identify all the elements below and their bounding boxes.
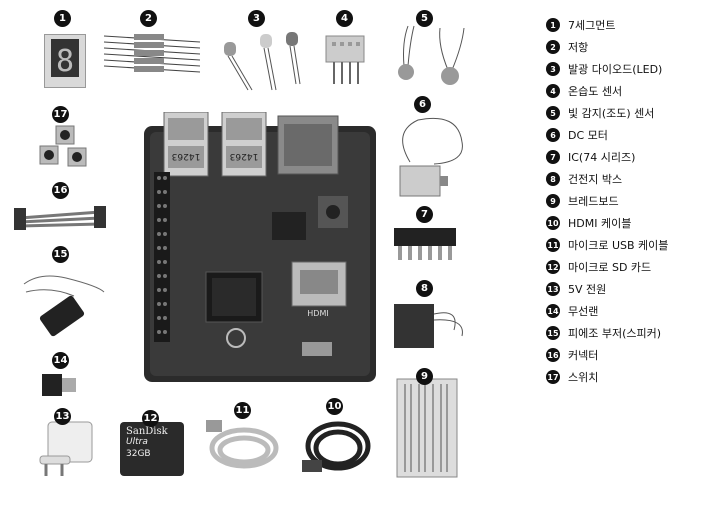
battery-box — [394, 304, 463, 348]
legend-item: 17 스위치 — [546, 366, 716, 388]
legend-number-badge: 2 — [546, 40, 560, 54]
legend-item: 11 마이크로 USB 케이블 — [546, 234, 716, 256]
wifi-dongle — [42, 374, 76, 396]
photo-badge-9: 9 — [416, 368, 433, 385]
photo-badge-15: 15 — [52, 246, 69, 263]
legend-label: 무선랜 — [568, 305, 599, 318]
legend-label: 5V 전원 — [568, 283, 607, 296]
legend-label: 저항 — [568, 41, 589, 54]
legend-item: 15 피에조 부저(스피커) — [546, 322, 716, 344]
legend-item: 8 건전지 박스 — [546, 168, 716, 190]
seven-segment-display: 8 — [44, 34, 86, 88]
legend-label: 브레드보드 — [568, 195, 619, 208]
legend-number-badge: 11 — [546, 238, 560, 252]
legend-item: 12 마이크로 SD 카드 — [546, 256, 716, 278]
legend-item: 2 저항 — [546, 36, 716, 58]
photo-badge-7: 7 — [416, 206, 433, 223]
hdmi-cable — [302, 421, 371, 472]
legend-number-badge: 1 — [546, 18, 560, 32]
legend-number-badge: 7 — [546, 150, 560, 164]
photo-badge-14: 14 — [52, 352, 69, 369]
legend-item: 16 커넥터 — [546, 344, 716, 366]
legend-label: 마이크로 USB 케이블 — [568, 239, 669, 252]
legend-label: DC 모터 — [568, 129, 608, 142]
legend-number-badge: 17 — [546, 370, 560, 384]
legend-label: 온습도 센서 — [568, 85, 623, 98]
resistors — [103, 34, 201, 73]
photo-badge-17: 17 — [52, 106, 69, 123]
power-adapter — [39, 421, 93, 476]
legend-number-badge: 15 — [546, 326, 560, 340]
photo-badge-2: 2 — [140, 10, 157, 27]
legend-number-badge: 12 — [546, 260, 560, 274]
legend-label: 마이크로 SD 카드 — [568, 261, 652, 274]
photo-badge-16: 16 — [52, 182, 69, 199]
legend-item: 3 발광 다이오드(LED) — [546, 58, 716, 80]
photo-badge-1: 1 — [54, 10, 71, 27]
usb-label-right: 14263 — [230, 151, 259, 161]
humidity-sensor — [325, 35, 365, 84]
micro-sd-card: SanDisk Ultra 32GB — [120, 422, 184, 476]
legend-item: 14 무선랜 — [546, 300, 716, 322]
dc-motor — [399, 117, 463, 197]
hdmi-port-label: HDMI — [307, 309, 328, 318]
photo-badge-5: 5 — [416, 10, 433, 27]
legend-item: 9 브레드보드 — [546, 190, 716, 212]
photo-badge-12: 12 — [142, 410, 159, 427]
photo-badge-8: 8 — [416, 280, 433, 297]
legend-label: 스위치 — [568, 371, 599, 384]
legend-number-badge: 14 — [546, 304, 560, 318]
svg-text:8: 8 — [56, 44, 74, 79]
legend-item: 4 온습도 센서 — [546, 80, 716, 102]
legend-number-badge: 6 — [546, 128, 560, 142]
legend-label: 빛 감지(조도) 센서 — [568, 107, 655, 120]
photo-badge-6: 6 — [414, 96, 431, 113]
ic-chip — [394, 228, 456, 260]
photo-badge-3: 3 — [248, 10, 265, 27]
legend-label: HDMI 케이블 — [568, 217, 632, 230]
photo-badge-13: 13 — [54, 408, 71, 425]
leds — [224, 32, 301, 91]
photo-badge-11: 11 — [234, 402, 251, 419]
piezo-buzzer — [23, 275, 105, 337]
sd-brand: SanDisk — [126, 426, 168, 437]
legend-number-badge: 13 — [546, 282, 560, 296]
raspberry-pi-board: 14263 14263 HDMI — [144, 112, 376, 382]
legend-number-badge: 5 — [546, 106, 560, 120]
light-sensors — [398, 25, 465, 85]
legend-label: 건전지 박스 — [568, 173, 623, 186]
legend-item: 10 HDMI 케이블 — [546, 212, 716, 234]
photo-badge-4: 4 — [336, 10, 353, 27]
breadboard — [396, 378, 458, 478]
photo-badge-10: 10 — [326, 398, 343, 415]
jumper-wires — [14, 206, 106, 230]
sd-line: Ultra — [126, 437, 148, 447]
legend-item: 5 빛 감지(조도) 센서 — [546, 102, 716, 124]
legend-item: 7 IC(74 시리즈) — [546, 146, 716, 168]
legend-label: 7세그먼트 — [568, 19, 616, 32]
legend-number-badge: 4 — [546, 84, 560, 98]
sd-capacity: 32GB — [126, 449, 151, 459]
usb-label-left: 14263 — [172, 151, 201, 161]
legend-item: 6 DC 모터 — [546, 124, 716, 146]
legend-number-badge: 10 — [546, 216, 560, 230]
legend-label: IC(74 시리즈) — [568, 151, 636, 164]
push-switches — [39, 125, 87, 167]
legend-label: 커넥터 — [568, 349, 599, 362]
legend-number-badge: 8 — [546, 172, 560, 186]
component-legend: 1 7세그먼트 2 저항 3 발광 다이오드(LED) 4 온습도 센서 5 빛 감지(조… — [546, 14, 716, 388]
legend-label: 피에조 부저(스피커) — [568, 327, 662, 340]
micro-usb-cable — [206, 420, 279, 469]
legend-number-badge: 16 — [546, 348, 560, 362]
legend-number-badge: 3 — [546, 62, 560, 76]
legend-number-badge: 9 — [546, 194, 560, 208]
legend-label: 발광 다이오드(LED) — [568, 63, 663, 76]
legend-item: 1 7세그먼트 — [546, 14, 716, 36]
legend-item: 13 5V 전원 — [546, 278, 716, 300]
